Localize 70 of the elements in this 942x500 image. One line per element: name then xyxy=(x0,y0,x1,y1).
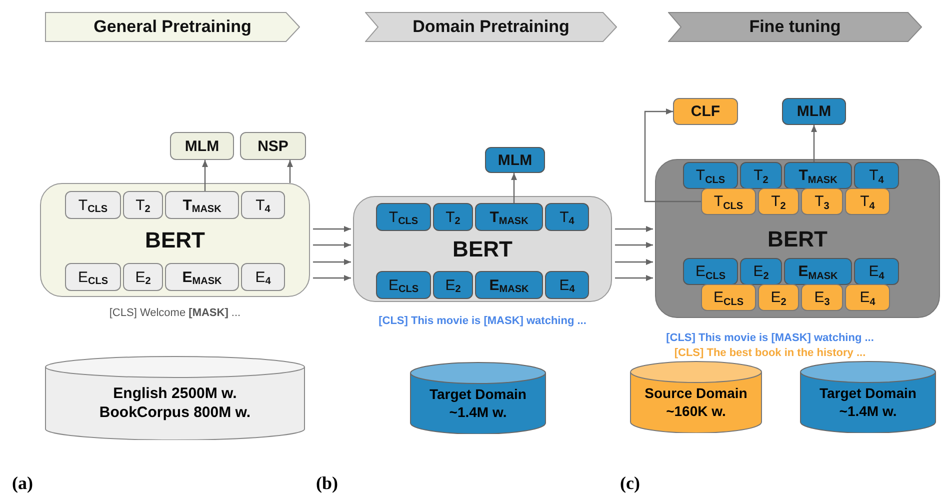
token-box: T$_{2}$ xyxy=(433,203,473,231)
token-box: T$_{4}$ xyxy=(241,191,285,219)
task-head-box: CLF xyxy=(673,98,738,125)
token-box: T$_{MASK}$ xyxy=(784,162,852,189)
token-box: T$_{MASK}$ xyxy=(475,203,543,231)
input-sentence: [CLS] This movie is [MASK] watching ... xyxy=(665,331,875,346)
token-box: E$_{MASK}$ xyxy=(165,263,239,291)
arrow xyxy=(313,275,351,281)
bert-model-box xyxy=(655,159,940,318)
arrow xyxy=(615,226,653,232)
arrow xyxy=(811,125,817,162)
token-box: E$_{4}$ xyxy=(545,271,589,299)
dataset-cylinder: English 2500M w. BookCorpus 800M w. xyxy=(45,356,305,440)
token-box: T$_{CLS}$ xyxy=(65,191,121,219)
token-box: T$_{2}$ xyxy=(758,188,799,215)
stage-banner: Domain Pretraining xyxy=(365,12,617,42)
model-label: BERT xyxy=(145,226,205,254)
token-box: E$_{CLS}$ xyxy=(65,263,121,291)
token-box: E$_{MASK}$ xyxy=(475,271,543,299)
token-box: E$_{CLS}$ xyxy=(376,271,431,299)
input-sentence: [CLS] This movie is [MASK] watching ... xyxy=(378,314,588,329)
token-box: E$_{4}$ xyxy=(241,263,285,291)
arrow xyxy=(313,259,351,265)
arrow xyxy=(202,160,208,191)
dataset-cylinder: Target Domain ~1.4M w. xyxy=(800,361,936,433)
token-box: T$_{3}$ xyxy=(801,188,843,215)
token-box: T$_{2}$ xyxy=(740,162,782,189)
dataset-cylinder: Target Domain ~1.4M w. xyxy=(410,362,546,434)
panel-letter: (c) xyxy=(620,472,641,495)
stage-banner: Fine tuning xyxy=(668,12,922,42)
token-box: E$_{4}$ xyxy=(845,284,890,311)
arrow xyxy=(313,226,351,232)
token-box: E$_{4}$ xyxy=(854,258,899,285)
token-box: E$_{2}$ xyxy=(123,263,163,291)
token-box: T$_{4}$ xyxy=(854,162,899,189)
model-label: BERT xyxy=(452,236,512,264)
token-box: T$_{4}$ xyxy=(845,188,890,215)
bert-model-box xyxy=(40,183,310,297)
task-head-box: MLM xyxy=(485,147,545,173)
token-box: E$_{CLS}$ xyxy=(683,258,738,285)
token-box: E$_{CLS}$ xyxy=(701,284,756,311)
task-head-box: NSP xyxy=(240,132,306,160)
token-box: T$_{CLS}$ xyxy=(701,188,756,215)
token-box: E$_{2}$ xyxy=(758,284,799,311)
arrow xyxy=(313,242,351,248)
model-label: BERT xyxy=(768,225,828,253)
task-head-box: MLM xyxy=(782,98,846,125)
arrow xyxy=(644,108,701,202)
token-box: T$_{2}$ xyxy=(123,191,163,219)
task-head-box: MLM xyxy=(170,132,234,160)
input-sentence: [CLS] Welcome [MASK] ... xyxy=(108,306,242,321)
token-box: T$_{MASK}$ xyxy=(165,191,239,219)
token-box: T$_{4}$ xyxy=(545,203,589,231)
panel-letter: (a) xyxy=(12,472,34,495)
token-box: E$_{3}$ xyxy=(801,284,843,311)
arrow xyxy=(287,160,293,183)
token-box: E$_{MASK}$ xyxy=(784,258,852,285)
arrow xyxy=(615,275,653,281)
bert-model-box xyxy=(353,196,612,302)
panel-letter: (b) xyxy=(316,472,339,495)
dataset-cylinder: Source Domain ~160K w. xyxy=(630,361,762,433)
input-sentence: [CLS] The best book in the history ... xyxy=(673,346,867,361)
arrow xyxy=(615,242,653,248)
arrow xyxy=(511,173,517,203)
arrow xyxy=(615,259,653,265)
token-box: T$_{CLS}$ xyxy=(376,203,431,231)
token-box: E$_{2}$ xyxy=(433,271,473,299)
token-box: E$_{2}$ xyxy=(740,258,782,285)
stage-banner: General Pretraining xyxy=(45,12,300,42)
token-box: T$_{CLS}$ xyxy=(683,162,738,189)
